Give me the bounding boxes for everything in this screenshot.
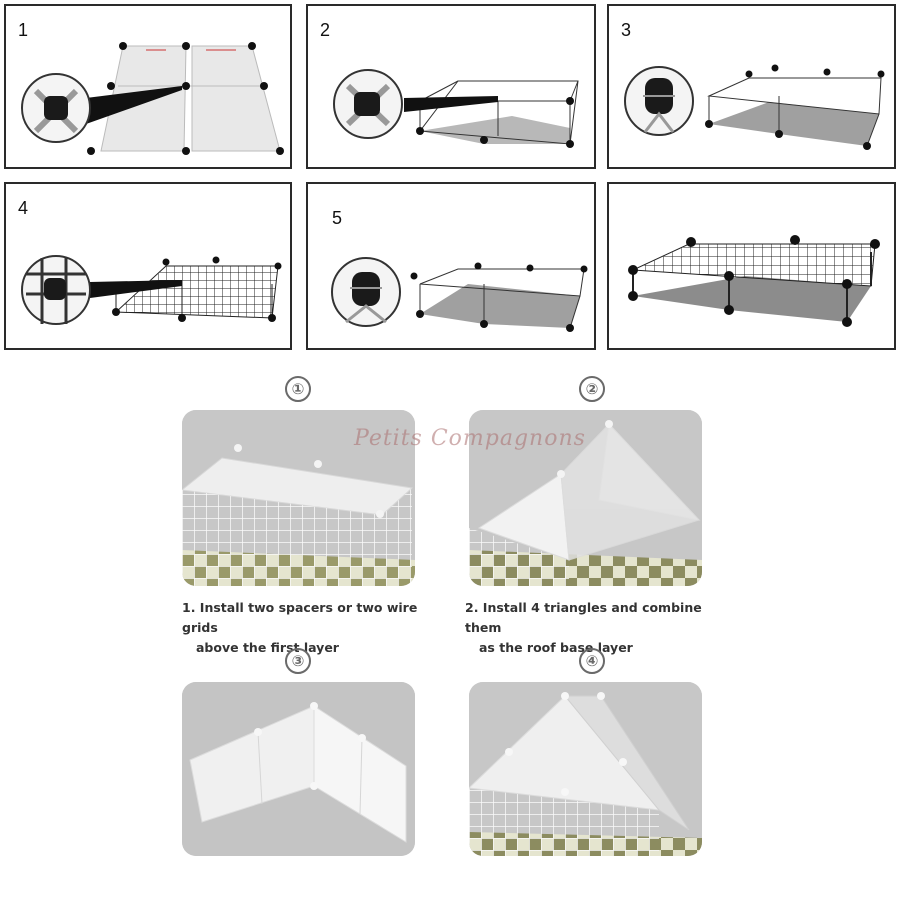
step-circle-number: ① [285,376,311,402]
step-circle-number: ④ [579,648,605,674]
connector-icon [566,140,574,148]
panel-illustration [6,6,292,169]
connector-icon [163,259,170,266]
caption-line: 2. Install 4 triangles and combine them [465,600,702,635]
diagram-panel-2: 2 [306,4,596,169]
panel-illustration [609,184,896,350]
connector-icon [527,265,534,272]
connector-icon [628,265,638,275]
diagram-panel-6 [607,182,896,350]
step-circle-number: ② [579,376,605,402]
connector-icon [772,65,779,72]
photo-caption-1: 1. Install two spacers or two wire grids… [182,598,442,658]
panel-illustration [308,6,596,169]
connector-icon [842,317,852,327]
panel-illustration [6,184,292,350]
connector-icon [628,291,638,301]
connector-icon [842,279,852,289]
photo-step-3 [182,682,415,856]
connector-icon [260,82,268,90]
caption-line: 1. Install two spacers or two wire grids [182,600,417,635]
connector-icon [863,142,871,150]
connector-icon [107,82,115,90]
diagram-panel-3: 3 [607,4,896,169]
connector-icon [724,271,734,281]
photo-step-4 [469,682,702,856]
connector-icon [213,257,220,264]
connector-icon [119,42,127,50]
connector-icon [182,42,190,50]
diagram-panel-1: 1 [4,4,292,169]
connector-icon [248,42,256,50]
connector-icon [566,324,574,332]
connector-icon [182,82,190,90]
connector-icon [790,235,800,245]
connector-icon [878,71,885,78]
connector-icon [746,71,753,78]
connector-icon [416,127,424,135]
watermark-text: Petits Compagnons [354,426,586,451]
connector-icon [824,69,831,76]
connector-icon [870,239,880,249]
connector-icon [178,314,186,322]
connector-icon [268,314,276,322]
connector-icon [416,310,424,318]
connector-icon [775,130,783,138]
connector-icon [112,308,120,316]
panel-illustration [308,184,596,350]
connector-icon [475,263,482,270]
connector-icon [411,273,418,280]
connector-icon [480,136,488,144]
connector-icon [686,237,696,247]
connector-icon [480,320,488,328]
step-circle-number: ③ [285,648,311,674]
connector-icon [276,147,284,155]
connector-icon [705,120,713,128]
panel-illustration [609,6,896,169]
diagram-panel-4: 4 [4,182,292,350]
connector-icon [87,147,95,155]
connector-icon [724,305,734,315]
connector-icon [566,97,574,105]
connector-icon [275,263,282,270]
connector-icon [581,266,588,273]
diagram-panel-5: 5 [306,182,596,350]
caption-line: above the first layer [182,638,442,658]
connector-icon [182,147,190,155]
